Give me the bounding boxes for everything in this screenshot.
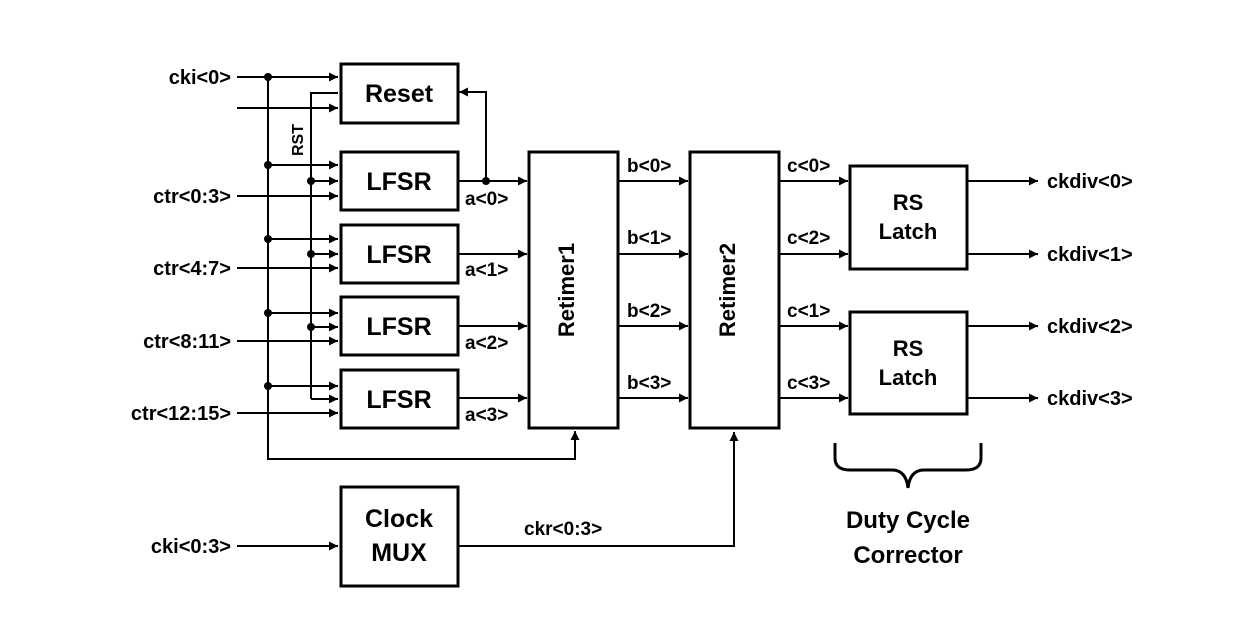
signal-a0-label: a<0> — [465, 189, 508, 210]
wire-a0-feedback — [459, 87, 487, 181]
clock-mux-block — [339, 485, 460, 588]
retimer1-block — [527, 150, 620, 430]
retimer1-label: Retimer1 — [554, 243, 579, 337]
lfsr-block-0 — [339, 150, 460, 212]
rst-label: RST — [290, 124, 307, 156]
signal-b2-label: b<2> — [627, 301, 671, 322]
output-ckdiv3-label: ckdiv<3> — [1047, 388, 1133, 410]
duty-cycle-caption-line1: Duty Cycle — [846, 507, 970, 534]
signal-a3-label: a<3> — [465, 405, 508, 426]
junction-dot — [264, 309, 272, 317]
junction-dot — [307, 250, 315, 258]
signal-ckr-label: ckr<0:3> — [524, 519, 602, 540]
signal-c2-label: c<2> — [787, 228, 830, 249]
signal-b0-label: b<0> — [627, 156, 671, 177]
signal-b1-label: b<1> — [627, 228, 671, 249]
rs-latch-0-line2: Latch — [879, 219, 938, 244]
input-cki03-label: cki<0:3> — [151, 536, 231, 558]
reset-label: Reset — [365, 80, 434, 108]
input-ctr2-label: ctr<8:11> — [143, 331, 231, 353]
signal-a2-label: a<2> — [465, 333, 508, 354]
input-cki0-label: cki<0> — [169, 67, 231, 89]
rs-latch-0-line1: RS — [893, 190, 924, 215]
blocks — [339, 62, 969, 588]
signal-c0-label: c<0> — [787, 156, 830, 177]
rs-latch-block-1 — [848, 310, 969, 416]
lfsr-label-1: LFSR — [366, 241, 431, 269]
lfsr-label-0: LFSR — [366, 168, 431, 196]
lfsr-block-2 — [339, 295, 460, 357]
input-ctr0-label: ctr<0:3> — [153, 186, 231, 208]
junction-dot — [264, 73, 272, 81]
output-ckdiv2-label: ckdiv<2> — [1047, 316, 1133, 338]
junction-dot — [307, 323, 315, 331]
junction-dots — [264, 73, 490, 390]
lfsr-block-1 — [339, 223, 460, 285]
wire-rst-bus — [310, 92, 338, 399]
rs-latch-1-line1: RS — [893, 336, 924, 361]
rs-latch-1-line2: Latch — [879, 365, 938, 390]
retimer2-label: Retimer2 — [715, 243, 740, 337]
lfsr-block-3 — [339, 368, 460, 430]
clock-mux-line2: MUX — [371, 539, 427, 567]
junction-dot — [264, 382, 272, 390]
clock-mux-line1: Clock — [365, 505, 433, 533]
junction-dot — [264, 161, 272, 169]
output-ckdiv0-label: ckdiv<0> — [1047, 171, 1133, 193]
output-ckdiv1-label: ckdiv<1> — [1047, 244, 1133, 266]
signal-a1-label: a<1> — [465, 260, 508, 281]
duty-cycle-caption-line2: Corrector — [853, 542, 962, 569]
input-ctr3-label: ctr<12:15> — [131, 403, 231, 425]
junction-dot — [264, 235, 272, 243]
junction-dot — [482, 177, 490, 185]
signal-b3-label: b<3> — [627, 373, 671, 394]
lfsr-label-2: LFSR — [366, 313, 431, 341]
wires — [237, 72, 1038, 551]
rs-latch-block-0 — [848, 164, 969, 271]
reset-block — [339, 62, 460, 125]
signal-c1-label: c<1> — [787, 301, 830, 322]
input-ctr1-label: ctr<4:7> — [153, 258, 231, 280]
retimer2-block — [688, 150, 781, 430]
duty-cycle-brace — [833, 443, 983, 489]
wire-ckr — [459, 432, 739, 547]
lfsr-label-3: LFSR — [366, 386, 431, 414]
signal-c3-label: c<3> — [787, 373, 830, 394]
junction-dot — [307, 177, 315, 185]
